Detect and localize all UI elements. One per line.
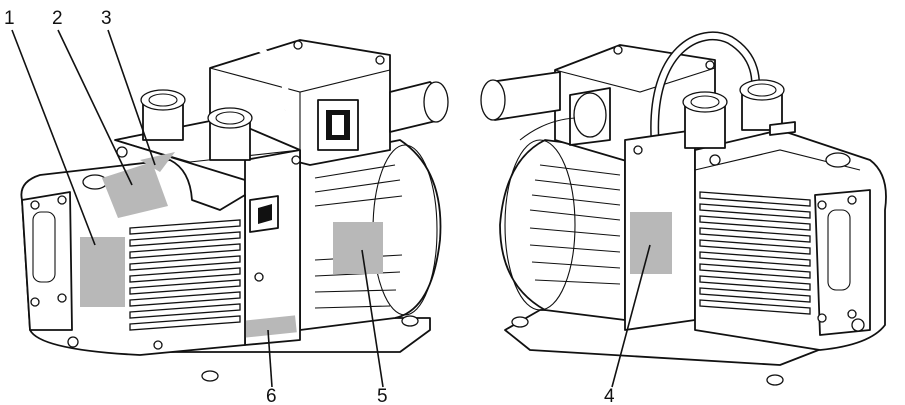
leader-1 xyxy=(11,29,96,246)
exhaust-flange-left xyxy=(207,107,253,161)
label-area-4 xyxy=(630,212,672,274)
pump-left-view xyxy=(20,35,449,382)
callout-1: 1 xyxy=(4,8,15,29)
pump-right-view xyxy=(480,31,887,386)
motor-rating-plate-area xyxy=(333,222,383,274)
motor-housing-right xyxy=(499,139,626,321)
leader-3 xyxy=(107,29,156,166)
callout-4: 4 xyxy=(604,386,615,405)
leader-2 xyxy=(57,29,133,186)
exhaust-flange-right xyxy=(739,79,785,131)
callout-labels: 1 2 3 4 5 6 xyxy=(4,8,615,405)
leader-5 xyxy=(361,249,384,388)
callout-5: 5 xyxy=(377,386,388,405)
warning-symbol-3 xyxy=(140,152,175,172)
callout-2: 2 xyxy=(52,8,63,29)
label-plate-area-6 xyxy=(243,315,297,338)
inlet-flange-right xyxy=(682,91,728,149)
leader-4 xyxy=(611,244,651,388)
leader-6 xyxy=(267,329,273,388)
callout-leaders xyxy=(11,29,651,388)
callout-6: 6 xyxy=(266,386,277,405)
hose-loop-right xyxy=(651,33,759,141)
casing-fins-right xyxy=(699,191,811,315)
label-area-1 xyxy=(80,237,125,307)
label-area-2 xyxy=(102,162,168,218)
inlet-flange-left xyxy=(140,89,186,141)
casing-fins-left xyxy=(129,219,241,331)
callout-3: 3 xyxy=(101,8,112,29)
motor-fins-right xyxy=(529,164,621,285)
